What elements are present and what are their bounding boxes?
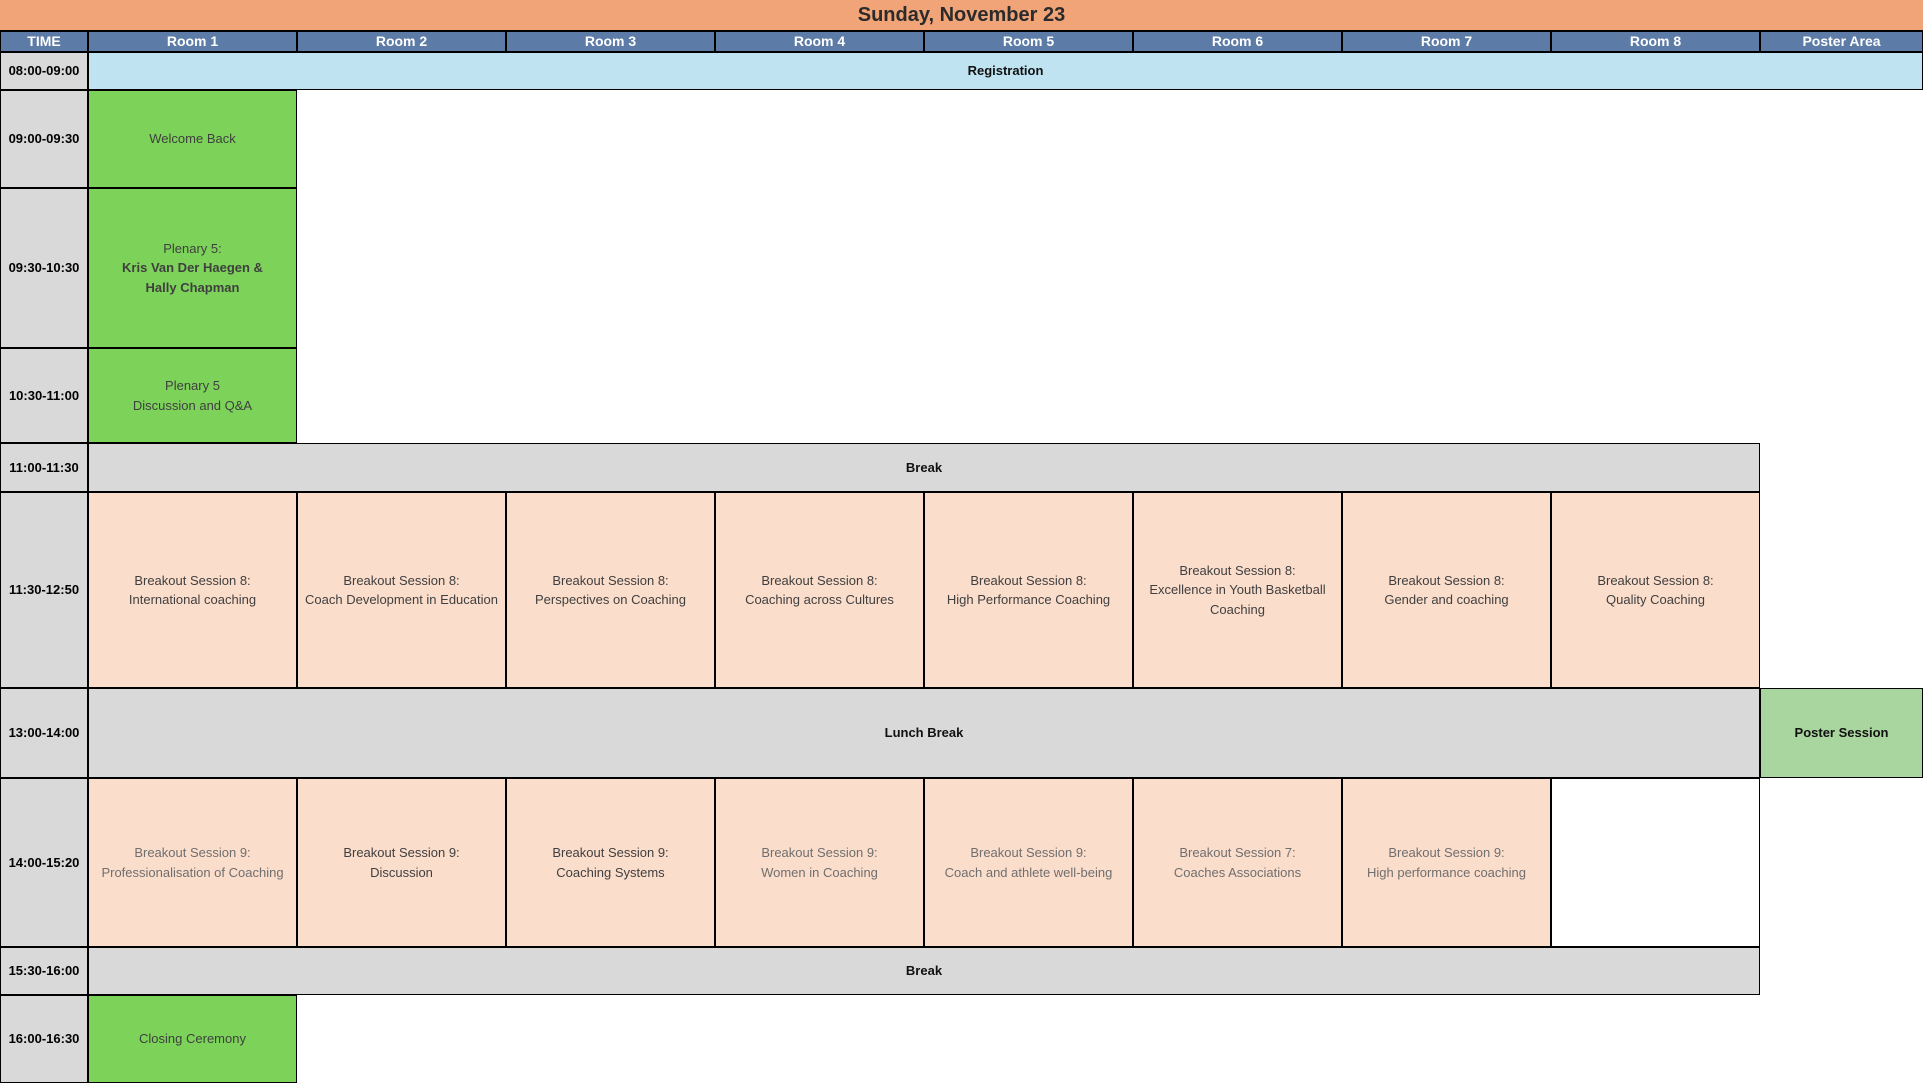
column-header-room-4: Room 4 xyxy=(715,31,924,52)
breakout8-room1-cell: Breakout Session 8: International coachi… xyxy=(88,492,297,688)
time-cell-plenary-5: 09:30-10:30 xyxy=(0,188,88,348)
session-label: Breakout Session 8: xyxy=(1179,562,1296,578)
session-label: Breakout Session 9: xyxy=(343,845,460,860)
registration-cell: Registration xyxy=(88,52,1923,90)
session-label: Breakout Session 9: xyxy=(134,845,251,860)
plenary-5-qa-title: Plenary 5 xyxy=(165,378,220,393)
time-cell-plenary-5-qa: 10:30-11:00 xyxy=(0,348,88,443)
session-label: Breakout Session 8: xyxy=(1388,572,1505,588)
column-header-time: TIME xyxy=(0,31,88,52)
session-label: Breakout Session 8: xyxy=(970,572,1087,588)
breakout9-room1-cell: Breakout Session 9: Professionalisation … xyxy=(88,778,297,947)
break-pm-banner: Break xyxy=(88,947,1760,995)
breakout8-room5-cell: Breakout Session 8: High Performance Coa… xyxy=(924,492,1133,688)
session-topic: Quality Coaching xyxy=(1606,592,1705,607)
breakout8-room8-cell: Breakout Session 8: Quality Coaching xyxy=(1551,492,1760,688)
break-am-banner: Break xyxy=(88,443,1760,492)
plenary-5-qa-subtitle: Discussion and Q&A xyxy=(132,397,253,413)
time-cell-closing: 16:00-16:30 xyxy=(0,995,88,1083)
session-label: Breakout Session 9: xyxy=(761,845,878,860)
time-cell-breakout-8: 11:30-12:50 xyxy=(0,492,88,688)
breakout9-room7-cell: Breakout Session 9: High performance coa… xyxy=(1342,778,1551,947)
time-cell-registration: 08:00-09:00 xyxy=(0,52,88,90)
time-cell-break-am: 11:00-11:30 xyxy=(0,443,88,492)
breakout8-room3-cell: Breakout Session 8: Perspectives on Coac… xyxy=(506,492,715,688)
lunch-break-banner: Lunch Break xyxy=(88,688,1760,778)
welcome-back-cell: Welcome Back xyxy=(88,90,297,188)
session-label: Breakout Session 8: xyxy=(552,572,669,588)
session-topic: Coach and athlete well-being xyxy=(944,864,1113,880)
session-topic: Perspectives on Coaching xyxy=(534,592,687,607)
session-topic: Coaching across Cultures xyxy=(745,592,894,607)
session-topic: Women in Coaching xyxy=(761,864,878,880)
time-cell-break-pm: 15:30-16:00 xyxy=(0,947,88,995)
day-title-bar: Sunday, November 23 xyxy=(0,0,1923,31)
session-topic: Coaching Systems xyxy=(556,864,665,880)
column-header-room-7: Room 7 xyxy=(1342,31,1551,52)
closing-ceremony-cell: Closing Ceremony xyxy=(88,995,297,1083)
breakout8-room7-cell: Breakout Session 8: Gender and coaching xyxy=(1342,492,1551,688)
empty-cell-room-8 xyxy=(1551,778,1760,947)
poster-session-cell: Poster Session xyxy=(1760,688,1923,778)
breakout8-room6-cell: Breakout Session 8: Excellence in Youth … xyxy=(1133,492,1342,688)
session-topic: Coach Development in Education xyxy=(305,592,498,607)
column-header-poster-area: Poster Area xyxy=(1760,31,1923,52)
time-cell-welcome: 09:00-09:30 xyxy=(0,90,88,188)
session-topic: International coaching xyxy=(128,592,257,607)
breakout8-room4-cell: Breakout Session 8: Coaching across Cult… xyxy=(715,492,924,688)
column-header-room-6: Room 6 xyxy=(1133,31,1342,52)
column-header-room-5: Room 5 xyxy=(924,31,1133,52)
session-label: Breakout Session 9: xyxy=(552,845,669,860)
column-header-room-3: Room 3 xyxy=(506,31,715,52)
breakout9-room3-cell: Breakout Session 9: Coaching Systems xyxy=(506,778,715,947)
session-label: Breakout Session 8: xyxy=(134,572,251,588)
session-topic: High performance coaching xyxy=(1367,864,1526,880)
breakout9-room6-cell: Breakout Session 7: Coaches Associations xyxy=(1133,778,1342,947)
session-label: Breakout Session 8: xyxy=(343,572,460,588)
session-topic: Discussion xyxy=(370,864,433,880)
session-topic: Professionalisation of Coaching xyxy=(101,864,284,880)
session-label: Breakout Session 8: xyxy=(1597,572,1714,588)
session-topic: Gender and coaching xyxy=(1384,592,1509,607)
plenary-5-qa-cell: Plenary 5 Discussion and Q&A xyxy=(88,348,297,443)
time-cell-breakout-9: 14:00-15:20 xyxy=(0,778,88,947)
plenary-5-cell: Plenary 5: Kris Van Der Haegen & Hally C… xyxy=(88,188,297,348)
session-topic: High Performance Coaching xyxy=(946,592,1111,607)
column-header-room-8: Room 8 xyxy=(1551,31,1760,52)
breakout9-room5-cell: Breakout Session 9: Coach and athlete we… xyxy=(924,778,1133,947)
session-topic: Coaches Associations xyxy=(1173,864,1302,880)
breakout9-room4-cell: Breakout Session 9: Women in Coaching xyxy=(715,778,924,947)
plenary-5-speakers: Kris Van Der Haegen & Hally Chapman xyxy=(122,260,263,295)
session-topic: Excellence in Youth Basketball Coaching xyxy=(1149,582,1326,617)
session-label: Breakout Session 9: xyxy=(970,845,1087,860)
breakout8-room2-cell: Breakout Session 8: Coach Development in… xyxy=(297,492,506,688)
session-label: Breakout Session 8: xyxy=(761,572,878,588)
column-header-room-1: Room 1 xyxy=(88,31,297,52)
session-label: Breakout Session 9: xyxy=(1388,845,1505,860)
plenary-5-label: Plenary 5: xyxy=(163,240,222,256)
breakout9-room2-cell: Breakout Session 9: Discussion xyxy=(297,778,506,947)
session-label: Breakout Session 7: xyxy=(1179,845,1296,860)
time-cell-lunch: 13:00-14:00 xyxy=(0,688,88,778)
column-header-room-2: Room 2 xyxy=(297,31,506,52)
